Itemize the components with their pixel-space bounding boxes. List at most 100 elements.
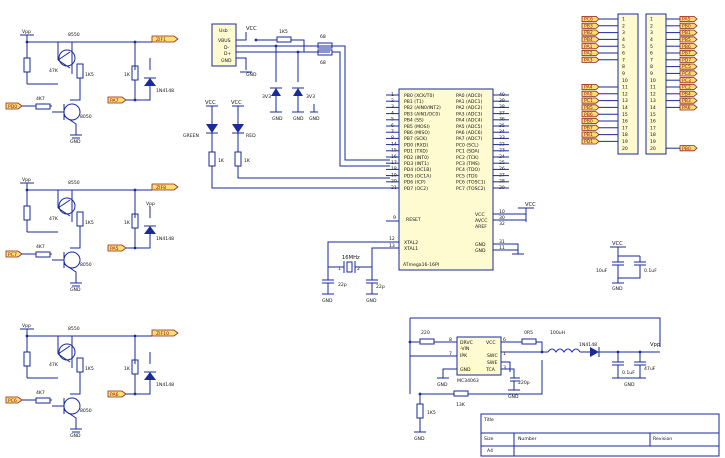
green-led-label: GREEN xyxy=(183,133,199,139)
header-right-label: PA6 xyxy=(682,105,691,111)
r-in-resistor xyxy=(35,397,51,404)
zener2-label: 3V3 xyxy=(306,94,315,100)
junction-dot xyxy=(418,392,422,396)
r-col-resistor xyxy=(76,63,84,79)
crystal-gnd2: GND xyxy=(366,298,377,304)
boost-gnd-ct: GND xyxy=(508,394,519,400)
mcu-right-pin-label: PC6 (TOSC1) xyxy=(456,180,486,186)
header-right-pin-num: 8 xyxy=(650,64,653,70)
r-led-label: 1K xyxy=(124,366,131,372)
header-right-pin-num: 12 xyxy=(650,91,656,97)
header-right-label: PC4 xyxy=(682,71,691,77)
header-left-pin-num: 3 xyxy=(622,30,625,36)
header-right-flag xyxy=(679,145,698,152)
header-left-label: PB7 xyxy=(584,125,593,131)
header-right-label: PD7 xyxy=(682,57,691,63)
boost-pin-swc: SWC xyxy=(487,353,498,359)
usb-pin-vbus: VBUS xyxy=(218,38,231,44)
out-port-flag xyxy=(107,244,127,252)
mcu-left-pin-label: PB3 (AIN1/OC0) xyxy=(404,111,440,117)
decoupling-vcc: VCC xyxy=(612,241,623,247)
mcu-power-pin-label: AVCC xyxy=(475,218,487,224)
r-led-label: 1K xyxy=(124,72,131,78)
header-right-flag xyxy=(679,97,698,104)
mcu-power-pin-num: 31 xyxy=(499,239,505,245)
header-right-flag xyxy=(679,77,698,84)
zif-flag xyxy=(151,329,179,337)
usb-pin-dminus: D- xyxy=(224,45,230,51)
boost-section: DRVC -VIN IPK GND VCC SWC SWE TCA MC3406… xyxy=(408,317,661,442)
diode-label: 1N4148 xyxy=(156,88,174,94)
header-left-flag xyxy=(581,97,600,104)
zif-flag xyxy=(151,183,179,191)
r-in-label: 4K7 xyxy=(36,96,45,102)
q1-transistor-icon xyxy=(58,49,76,67)
usb-r3-label: 68 xyxy=(320,60,326,66)
header-left-flag xyxy=(581,43,600,50)
mcu-reset-num: 9 xyxy=(393,215,396,221)
boost-num-3: 3 xyxy=(503,365,506,371)
boost-ct-label: 220p xyxy=(518,380,530,386)
mcu-left-pin-label: PD5 (OC1A) xyxy=(404,173,431,179)
mcu-reset-label: RESET xyxy=(406,217,421,223)
boost-chip xyxy=(456,336,502,376)
boost-pin-vcc: VCC xyxy=(486,340,496,346)
r-base1-label: 47K xyxy=(49,216,59,222)
r-in-resistor xyxy=(35,103,51,110)
header-left-pin-num: 5 xyxy=(622,44,625,50)
mcu-left-pin-label: PB1 (T1) xyxy=(404,99,424,105)
header-left-label: PB4 xyxy=(584,37,593,43)
mcu-left-pin-label: PD0 (RXD) xyxy=(404,142,428,148)
header-left-pin-num: 15 xyxy=(622,112,628,118)
q1-label: 8550 xyxy=(68,32,80,38)
zif-label: ZIF1 xyxy=(156,37,166,43)
junction-dot xyxy=(133,98,137,102)
diode-icon xyxy=(144,372,156,380)
header-right-pin-num: 4 xyxy=(650,37,653,43)
led2-vcc-label: VCC xyxy=(231,100,242,106)
boost-num-1: 1 xyxy=(503,351,506,357)
boost-gnd-chip: GND xyxy=(437,382,448,388)
header-left-flag xyxy=(581,56,600,63)
title-block: Title Size A4 Number Revision xyxy=(480,413,720,457)
boost-pin-vin: -VIN xyxy=(460,346,469,352)
header-left-pin-num: 13 xyxy=(622,98,628,104)
header-right-pin-num: 17 xyxy=(650,125,656,131)
boost-rsense-label: 0R5 xyxy=(524,330,533,336)
mcu-right-pin-label: PC2 (TCK) xyxy=(456,155,479,161)
header-left-flag xyxy=(581,29,600,36)
header-left-label: PA2 xyxy=(584,51,593,57)
header-right-flag xyxy=(679,84,698,90)
header-left-flag xyxy=(581,50,600,56)
header-right-connector xyxy=(645,13,667,155)
revision-label: Revision xyxy=(653,436,672,442)
header-left-pin-num: 4 xyxy=(622,37,625,43)
zif-label: ZIF10 xyxy=(156,331,169,337)
boost-rfb1-label: 1K5 xyxy=(427,410,436,416)
header-section: 1PC62PB33PB24PB45PA16PA27PA3891011PA412P… xyxy=(581,13,698,155)
mcu-power-pin-num: 11 xyxy=(499,245,505,251)
zif-flag xyxy=(151,35,179,43)
out-port-label: PA5 xyxy=(110,246,119,252)
header-right-flag xyxy=(679,29,698,36)
header-left-flag xyxy=(581,84,600,90)
boost-vpp-label: Vpp xyxy=(650,342,661,348)
header-right-flag xyxy=(679,15,698,23)
diode-icon xyxy=(144,226,156,234)
mcu-right-pin-label: PA7 (ADC7) xyxy=(456,136,483,142)
header-left-pin-num: 20 xyxy=(622,146,628,152)
header-left-label: PA1 xyxy=(584,44,593,50)
q2-label: 8050 xyxy=(80,262,92,268)
decoupling-gnd: GND xyxy=(612,286,623,292)
junction-dot xyxy=(254,38,258,42)
header-right-pin-num: 6 xyxy=(650,51,653,57)
mcu-right-pin-label: PA1 (ADC1) xyxy=(456,99,483,105)
gnd1-label: GND xyxy=(70,433,81,439)
header-right-pin-num: 14 xyxy=(650,105,656,111)
r-in-label: 4K7 xyxy=(36,244,45,250)
crystal-gnd1: GND xyxy=(322,298,333,304)
junction-dot xyxy=(133,40,137,44)
boost-gnd-fb: GND xyxy=(414,436,425,442)
header-left-pin-num: 11 xyxy=(622,85,628,91)
size-value: A4 xyxy=(487,448,493,454)
